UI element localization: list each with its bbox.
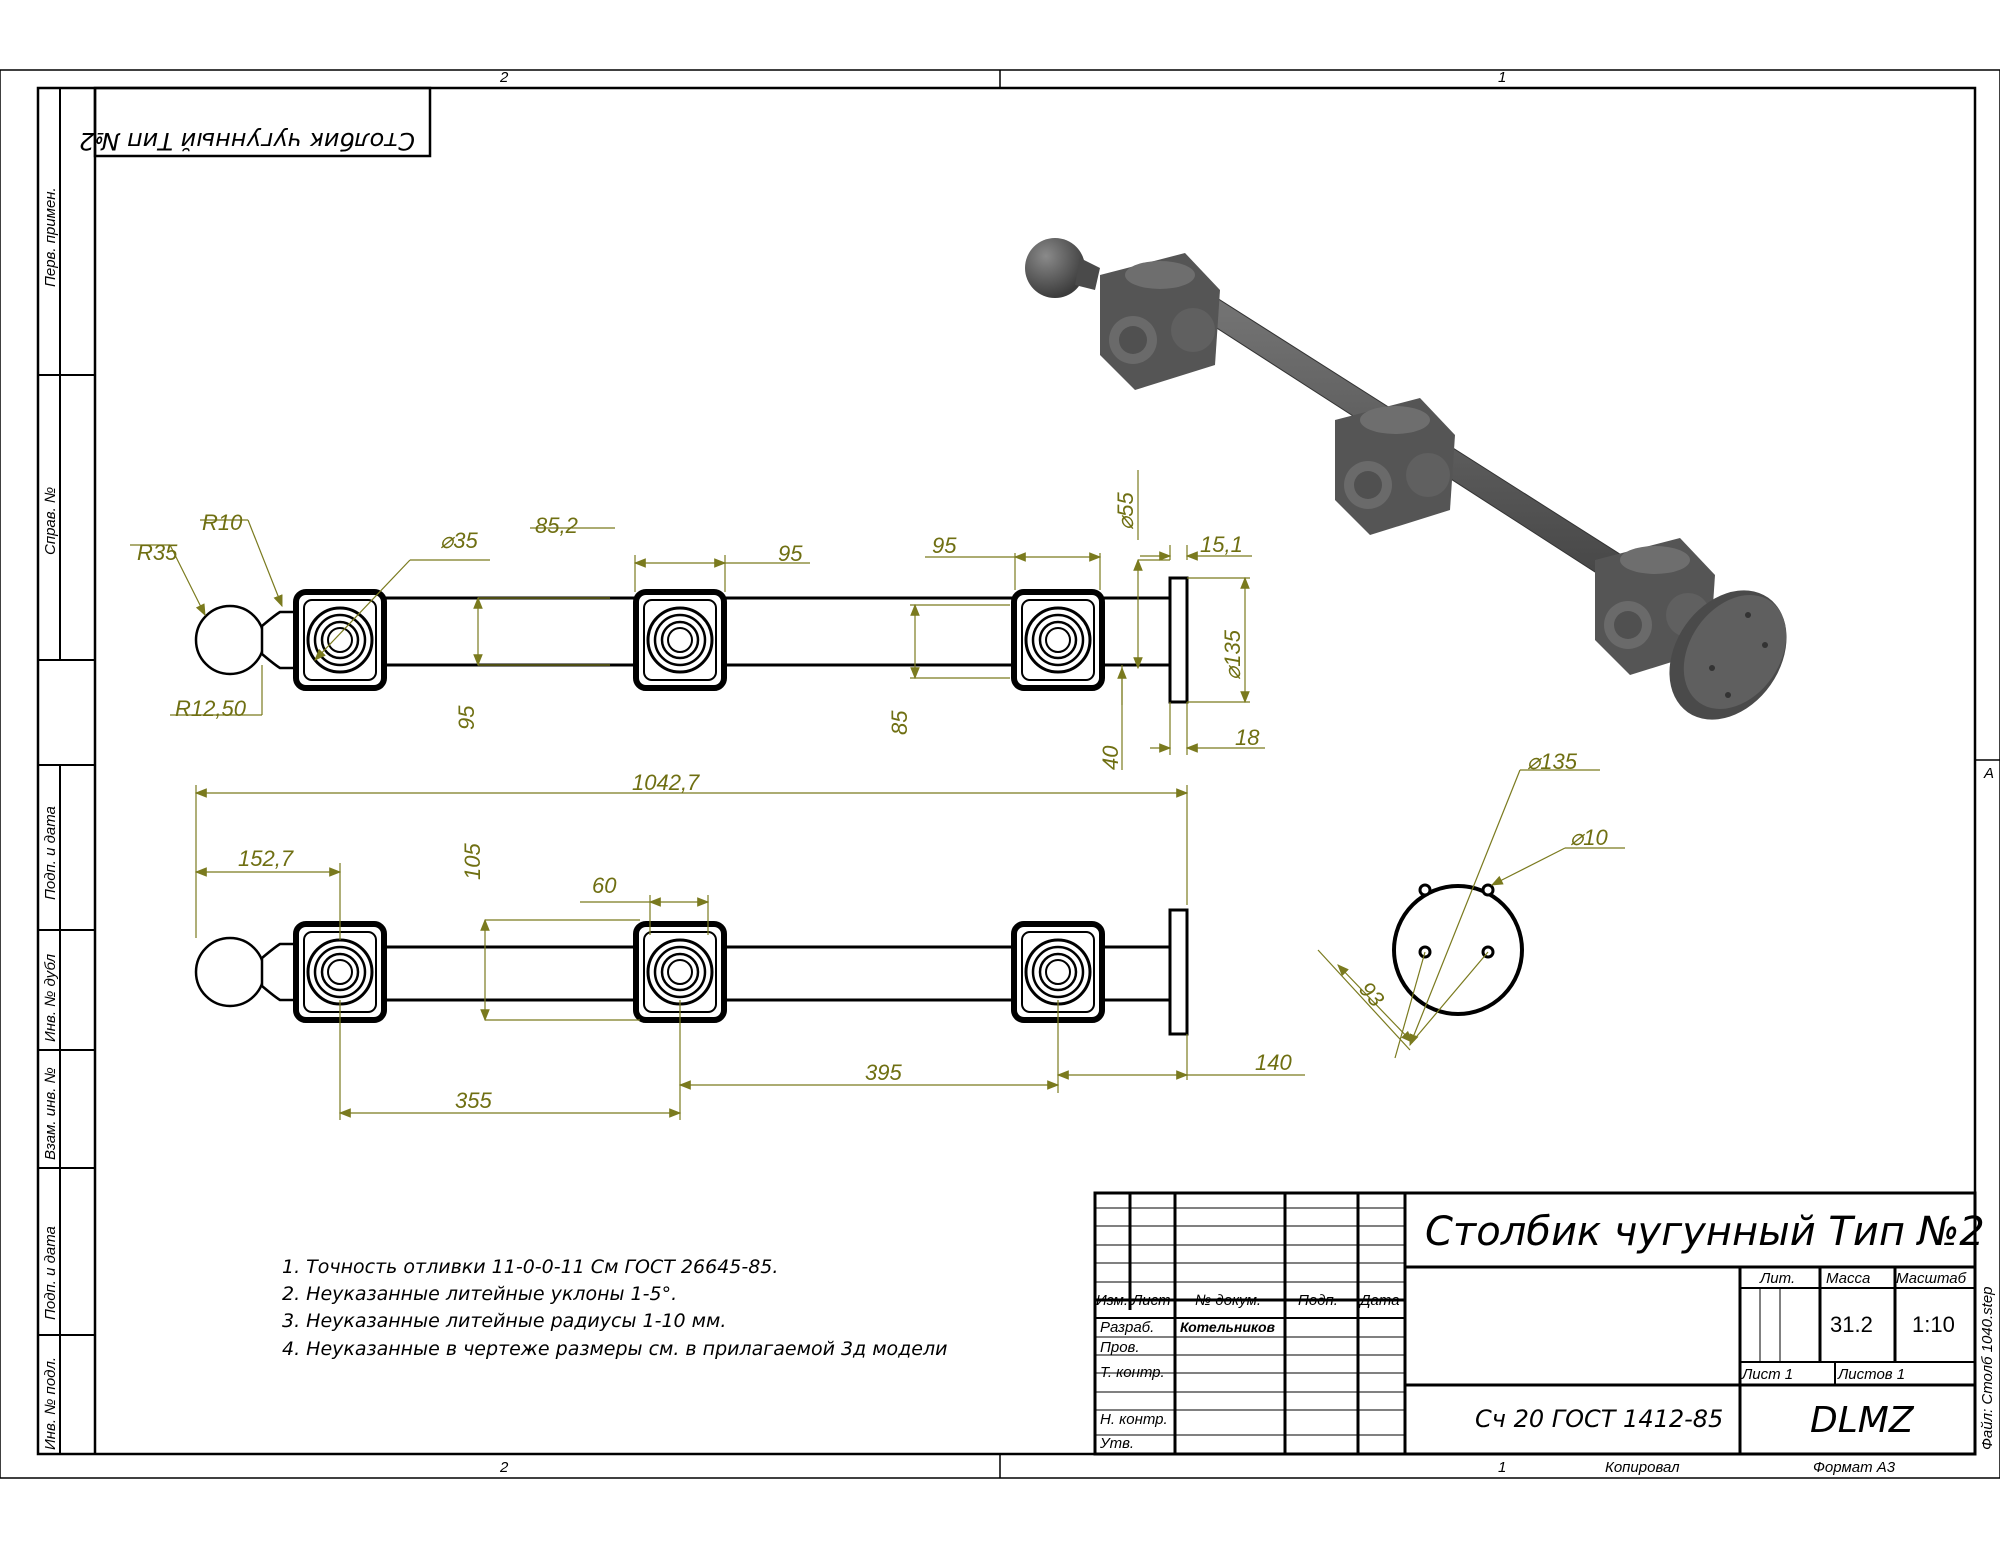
dim-85-2: 85,2	[535, 513, 578, 538]
col-izm: Изм.	[1096, 1292, 1128, 1309]
stamp-inv-dubl: Инв. № дубл	[42, 953, 59, 1042]
material-label: Сч 20 ГОСТ 1412-85	[1475, 1405, 1723, 1433]
zone-label-top-left: 2	[499, 69, 509, 86]
zone-label-top-right: 1	[1498, 69, 1506, 86]
note-1: 1. Точность отливки 11-0-0-11 См ГОСТ 26…	[282, 1256, 778, 1278]
mass-value: 31.2	[1830, 1312, 1873, 1337]
stamp-vzam-inv: Взам. инв. №	[42, 1067, 59, 1160]
sheet-frame	[0, 69, 2000, 1479]
col-sign: Подп.	[1298, 1292, 1338, 1309]
dimension-lines-flange	[1317, 769, 1625, 1059]
note-3: 3. Неуказанные литейные радиусы 1-10 мм.	[282, 1310, 726, 1332]
stamp-sprav-no: Справ. №	[42, 487, 59, 555]
dim-15-1: 15,1	[1200, 532, 1243, 557]
flange-view	[1392, 883, 1524, 1016]
bottom-view	[194, 908, 1189, 1036]
file-label: Файл: Столб 1040.step	[1979, 1286, 1996, 1450]
base-flange-side-2	[1168, 908, 1189, 1036]
dim-r10: R10	[202, 510, 243, 535]
zone-label-side: A	[1983, 765, 1994, 782]
top-view	[194, 576, 1189, 704]
dim-d55: ⌀55	[1113, 492, 1138, 530]
cube-node-2	[636, 592, 724, 688]
cube-node-3	[1014, 592, 1102, 688]
dim-r12-50: R12,50	[175, 696, 247, 721]
col-date: Дата	[1358, 1292, 1400, 1309]
dim-18: 18	[1235, 725, 1260, 750]
dim-95-vert: 95	[454, 705, 479, 730]
row-tkontr: Т. контр.	[1100, 1364, 1165, 1381]
stamp-podp-data-1: Подп. и дата	[42, 806, 59, 900]
dim-395: 395	[865, 1060, 902, 1085]
dim-1042-7: 1042,7	[632, 770, 700, 795]
dim-140: 140	[1255, 1050, 1292, 1075]
dim-355: 355	[455, 1088, 492, 1113]
row-prov: Пров.	[1100, 1339, 1140, 1356]
stamp-podp-data-2: Подп. и дата	[42, 1226, 59, 1320]
dim-40: 40	[1098, 745, 1123, 770]
sheets-label: Листов 1	[1837, 1366, 1905, 1383]
dimension-lines-top	[130, 470, 1265, 770]
developer-name: Котельников	[1180, 1319, 1276, 1335]
dim-152-7: 152,7	[238, 846, 294, 871]
title-block-title: Столбик чугунный Тип №2	[1425, 1209, 1985, 1255]
mirrored-title: Столбик чугунный Тип №2	[79, 127, 415, 155]
copied-label: Копировал	[1605, 1459, 1680, 1476]
col-list: Лист	[1131, 1292, 1171, 1309]
dim-d35: ⌀35	[440, 528, 478, 553]
zone-label-bottom-right: 1	[1498, 1459, 1506, 1476]
scale-value: 1:10	[1912, 1312, 1955, 1337]
sheet-label: Лист 1	[1741, 1366, 1793, 1383]
dim-105: 105	[460, 843, 485, 880]
mass-label: Масса	[1826, 1270, 1870, 1287]
company-label: DLMZ	[1810, 1400, 1915, 1441]
format-label: Формат А3	[1813, 1459, 1896, 1476]
base-flange-side	[1168, 576, 1189, 704]
dim-95-top: 95	[778, 541, 803, 566]
scale-label: Масштаб	[1896, 1270, 1967, 1287]
dim-d10-holes: ⌀10	[1570, 825, 1608, 850]
row-utv: Утв.	[1099, 1435, 1134, 1452]
stamp-perv-primen: Перв. примен.	[42, 187, 59, 287]
note-4: 4. Неуказанные в чертеже размеры см. в п…	[282, 1338, 948, 1360]
cube-node-1	[296, 592, 384, 688]
dim-93: 93	[1354, 977, 1389, 1012]
col-doc: № докум.	[1195, 1292, 1261, 1309]
stamp-inv-podl: Инв. № подл.	[42, 1357, 59, 1450]
row-nkontr: Н. контр.	[1100, 1411, 1168, 1428]
note-2: 2. Неуказанные литейные уклоны 1-5°.	[282, 1283, 677, 1305]
ball-finial-2	[194, 936, 266, 1008]
title-block-grid	[1093, 1191, 1977, 1456]
iso-3d-model	[1025, 238, 1787, 720]
row-razrab: Разраб.	[1100, 1319, 1154, 1336]
dim-d135-flange: ⌀135	[1527, 749, 1578, 774]
ball-finial	[194, 604, 266, 676]
dim-d135-side: ⌀135	[1220, 629, 1245, 680]
dim-85-vert: 85	[887, 710, 912, 735]
dim-95-mid: 95	[932, 533, 957, 558]
dimension-lines-bottom	[194, 785, 1305, 1120]
lit-label: Лит.	[1759, 1270, 1795, 1287]
zone-label-bottom-left: 2	[499, 1459, 509, 1476]
dim-60: 60	[592, 873, 617, 898]
dim-r35: R35	[137, 540, 178, 565]
